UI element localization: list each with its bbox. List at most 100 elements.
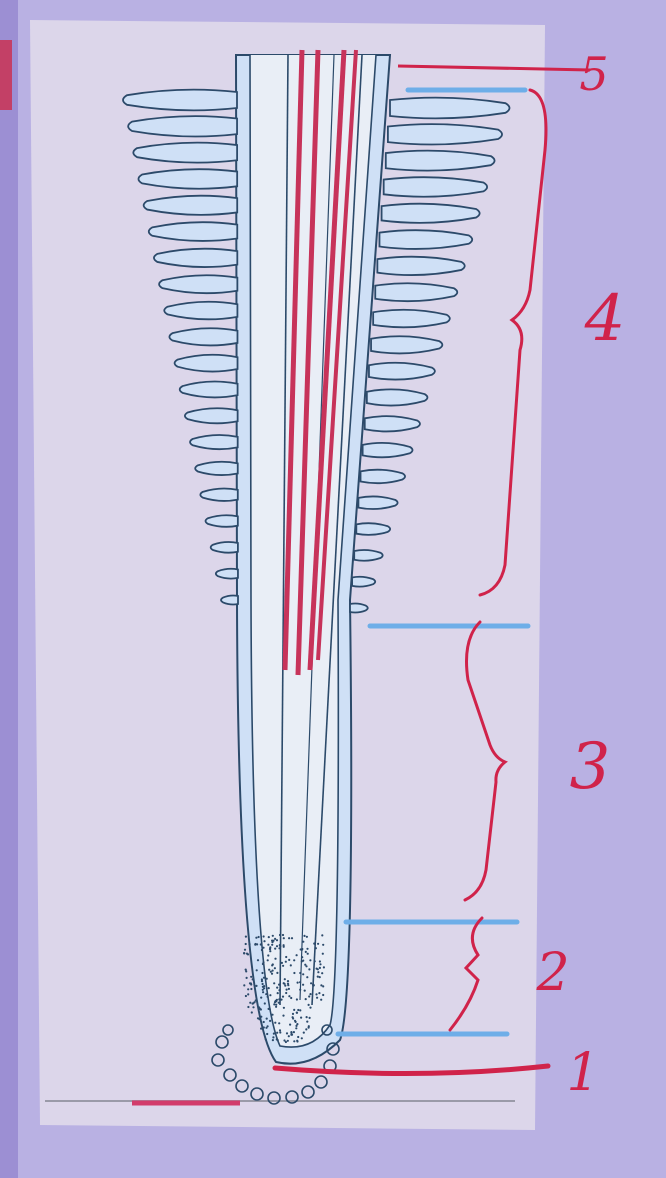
root-hair (350, 603, 368, 612)
stipple-dot (307, 953, 309, 955)
stipple-dot (258, 1006, 260, 1008)
stipple-dot (283, 1039, 285, 1041)
stipple-dot (276, 972, 278, 974)
stipple-dot (282, 1015, 284, 1017)
stipple-dot (309, 993, 311, 995)
stipple-dot (269, 1020, 271, 1022)
stipple-dot (285, 961, 287, 963)
stipple-dot (274, 1022, 276, 1024)
stipple-dot (303, 1032, 305, 1034)
stipple-dot (300, 1017, 302, 1019)
stipple-dot (296, 954, 298, 956)
root-hair (164, 302, 237, 320)
root-hair (138, 169, 237, 189)
stipple-dot (263, 987, 265, 989)
stipple-dot (265, 1038, 267, 1040)
stipple-dot (297, 1036, 299, 1038)
stipple-dot (271, 1014, 273, 1016)
zone-label-1: 1 (566, 1043, 599, 1103)
stipple-dot (257, 959, 259, 961)
root-hair (185, 408, 238, 423)
stipple-dot (251, 1011, 253, 1013)
stipple-dot (262, 983, 264, 985)
zone-label-3: 3 (570, 730, 611, 804)
stipple-dot (258, 1018, 260, 1020)
stipple-dot (283, 1007, 285, 1009)
root-hair (369, 363, 435, 380)
stipple-dot (288, 995, 290, 997)
stipple-dot (275, 1006, 277, 1008)
stipple-dot (279, 1029, 281, 1031)
root-hair (216, 569, 238, 579)
stipple-dot (274, 938, 276, 940)
root-hair (206, 515, 238, 527)
stipple-dot (289, 1024, 291, 1026)
root-hair (390, 98, 510, 119)
stipple-dot (286, 989, 288, 991)
stipple-dot (322, 944, 324, 946)
stipple-dot (286, 1032, 288, 1034)
stipple-dot (283, 937, 285, 939)
stipple-dot (282, 965, 284, 967)
stipple-dot (317, 971, 319, 973)
stipple-dot (296, 1012, 298, 1014)
root-hair (386, 151, 495, 171)
stipple-dot (271, 964, 273, 966)
stipple-dot (272, 1039, 274, 1041)
stipple-dot (249, 1002, 251, 1004)
stipple-dot (271, 944, 273, 946)
root-hair (365, 416, 420, 431)
zone-label-4: 4 (584, 282, 626, 356)
root-hair (358, 496, 397, 509)
stipple-dot (290, 1031, 292, 1033)
stipple-dot (260, 1016, 262, 1018)
stipple-dot (269, 1008, 271, 1010)
stipple-dot (308, 995, 310, 997)
stipple-dot (245, 995, 247, 997)
stipple-dot (243, 952, 245, 954)
stipple-dot (323, 966, 325, 968)
stipple-dot (303, 935, 305, 937)
stipple-dot (306, 1021, 308, 1023)
stipple-dot (266, 1033, 268, 1035)
root-hair (375, 283, 457, 301)
stipple-dot (302, 973, 304, 975)
stipple-dot (245, 970, 247, 972)
stipple-dot (270, 971, 272, 973)
stipple-dot (267, 944, 269, 946)
stipple-dot (275, 1004, 277, 1006)
zone-label-2: 2 (535, 943, 569, 1003)
root-hair (367, 389, 428, 405)
stipple-dot (309, 1007, 311, 1009)
stipple-dot (292, 1013, 294, 1015)
stipple-dot (256, 969, 258, 971)
root-hair (211, 542, 238, 553)
root-hair (361, 470, 406, 483)
stipple-dot (290, 964, 292, 966)
stipple-dot (293, 959, 295, 961)
stipple-dot (288, 988, 290, 990)
stipple-dot (288, 1035, 290, 1037)
stipple-dot (263, 985, 265, 987)
stipple-dot (306, 948, 308, 950)
stipple-dot (282, 996, 284, 998)
stipple-dot (268, 969, 270, 971)
stipple-dot (262, 947, 264, 949)
stipple-dot (261, 972, 263, 974)
stipple-dot (305, 1028, 307, 1030)
stipple-dot (277, 992, 279, 994)
stipple-dot (269, 994, 271, 996)
stipple-dot (250, 988, 252, 990)
stipple-dot (260, 1008, 262, 1010)
stipple-dot (252, 978, 254, 980)
zone-label-5: 5 (579, 47, 608, 101)
root-hair (221, 596, 238, 605)
stipple-dot (269, 950, 271, 952)
root-hair (352, 577, 375, 587)
stipple-dot (266, 978, 268, 980)
stipple-dot (283, 944, 285, 946)
stipple-dot (279, 1031, 281, 1033)
stipple-dot (288, 959, 290, 961)
stipple-dot (287, 1040, 289, 1042)
